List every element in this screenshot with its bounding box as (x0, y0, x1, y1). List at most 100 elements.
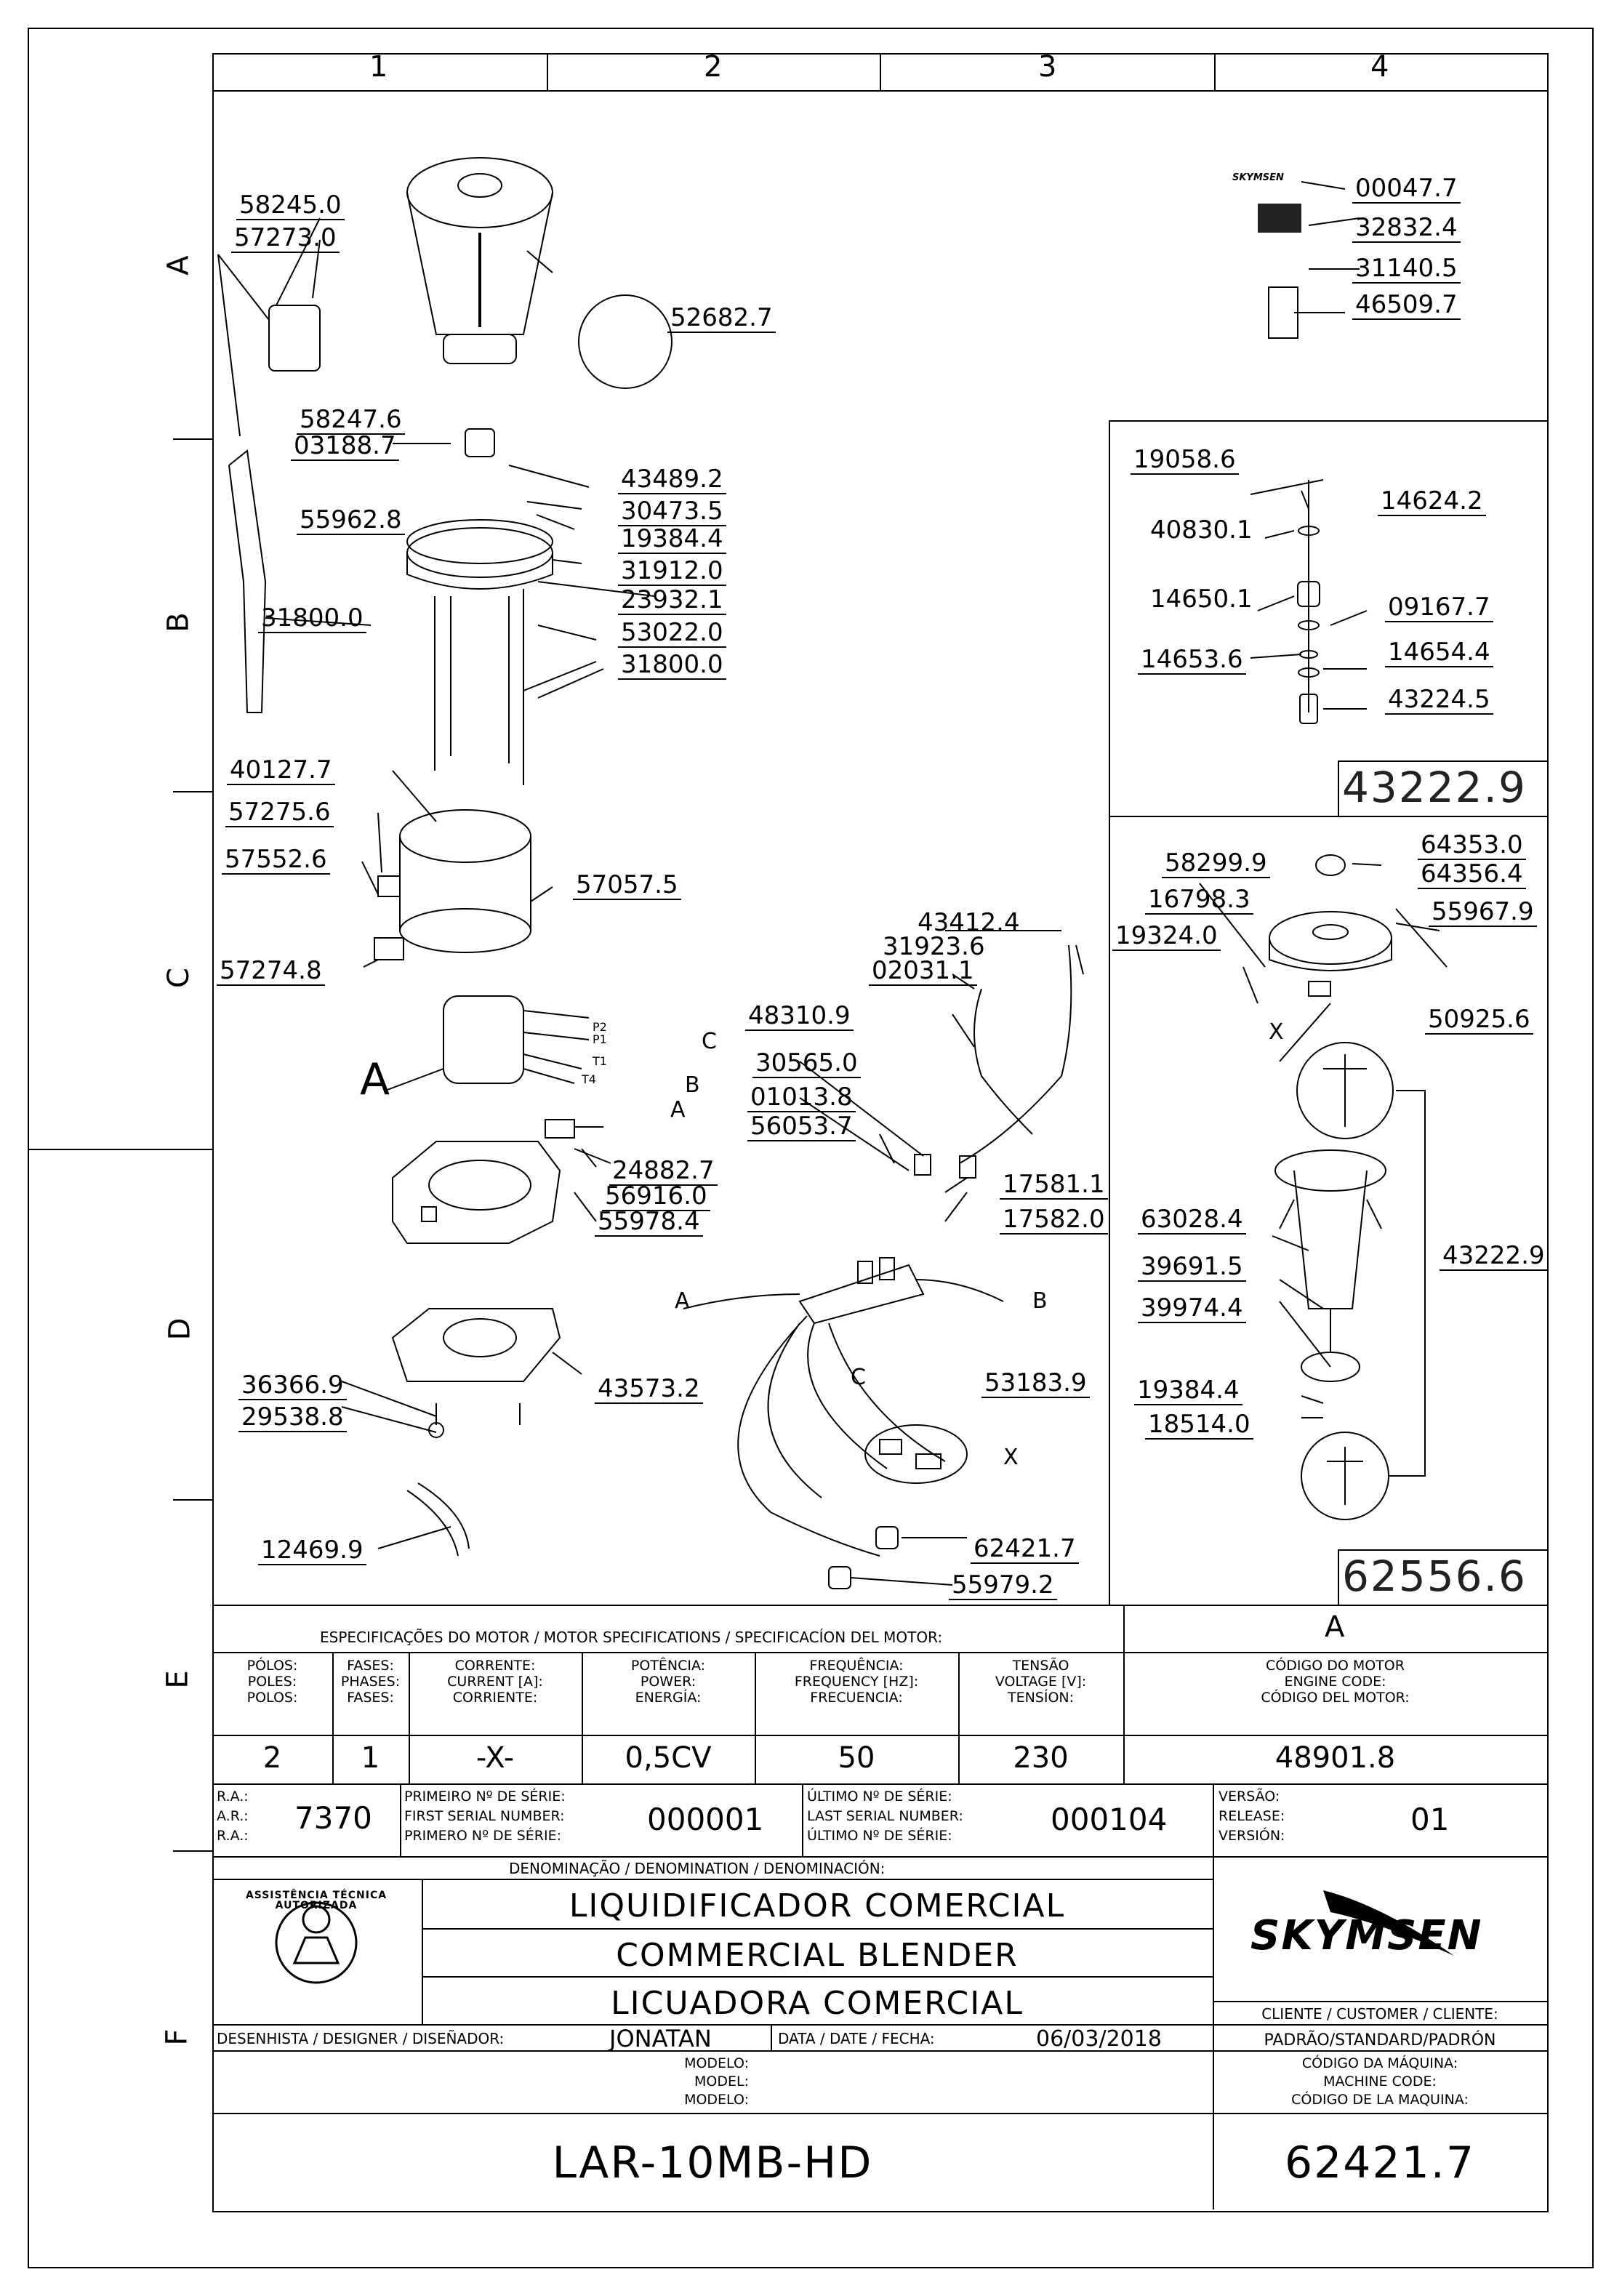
table-rule (212, 1652, 1547, 1653)
table-rule (212, 2050, 1547, 2052)
panel-code: 43222.9 (1342, 763, 1527, 812)
part-number: 55978.4 (595, 1209, 703, 1237)
column-label: 3 (1038, 50, 1057, 84)
row-tick (173, 438, 212, 440)
part-number: 24882.7 (609, 1158, 718, 1186)
machine-code-value: 62421.7 (1284, 2138, 1476, 2188)
table-rule (212, 1605, 1547, 1606)
row-tick (173, 1850, 212, 1852)
brand-mini-logo: SKYMSEN (1232, 172, 1284, 183)
terminal-label: T1 (593, 1054, 607, 1068)
callout-wire: A (670, 1097, 686, 1123)
table-rule (1213, 2001, 1547, 2002)
callout-motor: A (360, 1054, 390, 1105)
panel-code-box (1338, 1549, 1547, 1606)
part-number: 53183.9 (981, 1370, 1090, 1398)
table-rule (332, 1652, 334, 1783)
part-number: 58247.6 (297, 407, 405, 435)
part-number: 43224.5 (1385, 687, 1493, 715)
part-number: 43222.9 (1440, 1243, 1548, 1271)
column-divider (547, 53, 548, 91)
table-rule (212, 1783, 1547, 1785)
spec-header-frequency: FREQUÊNCIA:FREQUENCY [Hz]:FRECUENCIA: (794, 1658, 919, 1706)
part-number: 03188.7 (291, 433, 399, 461)
ra-labels: R.A.:A.R.:R.A.: (217, 1789, 249, 1844)
part-number: 46509.7 (1352, 292, 1461, 320)
table-rule (212, 2024, 1547, 2026)
table-rule (422, 1879, 423, 2024)
motor-spec-title: ESPECIFICAÇÕES DO MOTOR / MOTOR SPECIFIC… (320, 1629, 943, 1646)
part-number: 00047.7 (1352, 176, 1461, 204)
table-rule (422, 1928, 1213, 1930)
client-value: PADRÃO/STANDARD/PADRÓN (1264, 2031, 1496, 2050)
model-value: LAR-10MB-HD (552, 2138, 873, 2188)
last-serial-labels: ÚLTIMO Nº DE SÉRIE:LAST SERIAL NUMBER:ÚL… (807, 1789, 963, 1844)
product-name-pt: LIQUIDIFICADOR COMERCIAL (569, 1887, 1066, 1924)
callout-wire: B (685, 1072, 700, 1098)
part-number: 57057.5 (573, 872, 681, 900)
part-number: 01013.8 (747, 1085, 856, 1112)
callout-brush: X (1003, 1445, 1019, 1470)
spec-value-engine-code: 48901.8 (1274, 1741, 1396, 1775)
part-number: 64353.0 (1418, 832, 1526, 860)
ra-value: 7370 (294, 1800, 372, 1836)
part-number: 31140.5 (1352, 256, 1461, 284)
part-number: 18514.0 (1145, 1412, 1253, 1440)
table-rule (422, 1976, 1213, 1978)
part-number: 52682.7 (667, 305, 776, 333)
part-number: 43412.4 (918, 908, 1020, 937)
terminal-label: P1 (593, 1032, 607, 1046)
spec-value-phases: 1 (361, 1741, 380, 1775)
terminal-label: P2 (593, 1020, 607, 1034)
knife-assembly-panel (1109, 420, 1547, 817)
callout-board: B (1032, 1288, 1048, 1314)
model-labels: MODELO:MODEL:MODELO: (684, 2055, 749, 2108)
panel-code-box (1338, 760, 1547, 817)
column-label: 2 (704, 50, 723, 84)
cup-assembly-panel (1109, 816, 1547, 1606)
column-header-rule (212, 90, 1547, 92)
exploded-view-drawing (217, 157, 1448, 1589)
table-rule (771, 2024, 772, 2050)
terminal-label: T4 (582, 1072, 596, 1086)
date-value: 06/03/2018 (1036, 2026, 1162, 2052)
part-number: 19384.4 (1134, 1378, 1242, 1405)
part-number: 09167.7 (1385, 595, 1493, 622)
spec-header-phases: FASES:PHASES:FASES: (340, 1658, 401, 1706)
date-label: DATA / DATE / FECHA: (778, 2030, 935, 2047)
part-number: 19324.0 (1112, 923, 1221, 951)
table-rule (212, 1856, 1547, 1858)
sheet-border (28, 28, 1594, 2268)
table-rule (755, 1652, 756, 1783)
row-tick (28, 1149, 212, 1150)
machine-code-labels: CÓDIGO DA MÁQUINA:MACHINE CODE:CÓDIGO DE… (1291, 2055, 1469, 2108)
spec-header-poles: PÓLOS:POLES:POLOS: (246, 1658, 298, 1706)
callout-cup: X (1269, 1019, 1284, 1045)
callout-board: C (851, 1365, 866, 1390)
spec-header-current: CORRENTE:CURRENT [A]:CORRIENTE: (447, 1658, 543, 1706)
part-number: 39691.5 (1138, 1254, 1246, 1282)
part-number: 57273.0 (231, 225, 340, 253)
part-number: 57275.6 (225, 800, 334, 827)
column-divider (1214, 53, 1216, 91)
client-label: CLIENTE / CUSTOMER / CLIENTE: (1261, 2005, 1498, 2023)
part-number: 23932.1 (618, 587, 726, 615)
part-number: 50925.6 (1425, 1007, 1533, 1035)
part-number: 30473.5 (618, 499, 726, 526)
panel-code: 62556.6 (1342, 1552, 1527, 1601)
part-number: 57552.6 (222, 847, 330, 875)
part-number: 58299.9 (1162, 851, 1270, 878)
part-number: 29538.8 (238, 1405, 347, 1432)
callout-board: A (675, 1288, 690, 1314)
part-number: 55967.9 (1429, 899, 1537, 927)
part-number: 63028.4 (1138, 1207, 1246, 1235)
part-number: 31800.0 (258, 606, 366, 633)
table-rule (1123, 1605, 1125, 1783)
part-number: 19384.4 (618, 526, 726, 554)
column-label: 1 (369, 50, 388, 84)
part-number: 14654.4 (1385, 640, 1493, 667)
part-number: 32832.4 (1352, 215, 1461, 243)
last-serial-value: 000104 (1051, 1802, 1168, 1837)
